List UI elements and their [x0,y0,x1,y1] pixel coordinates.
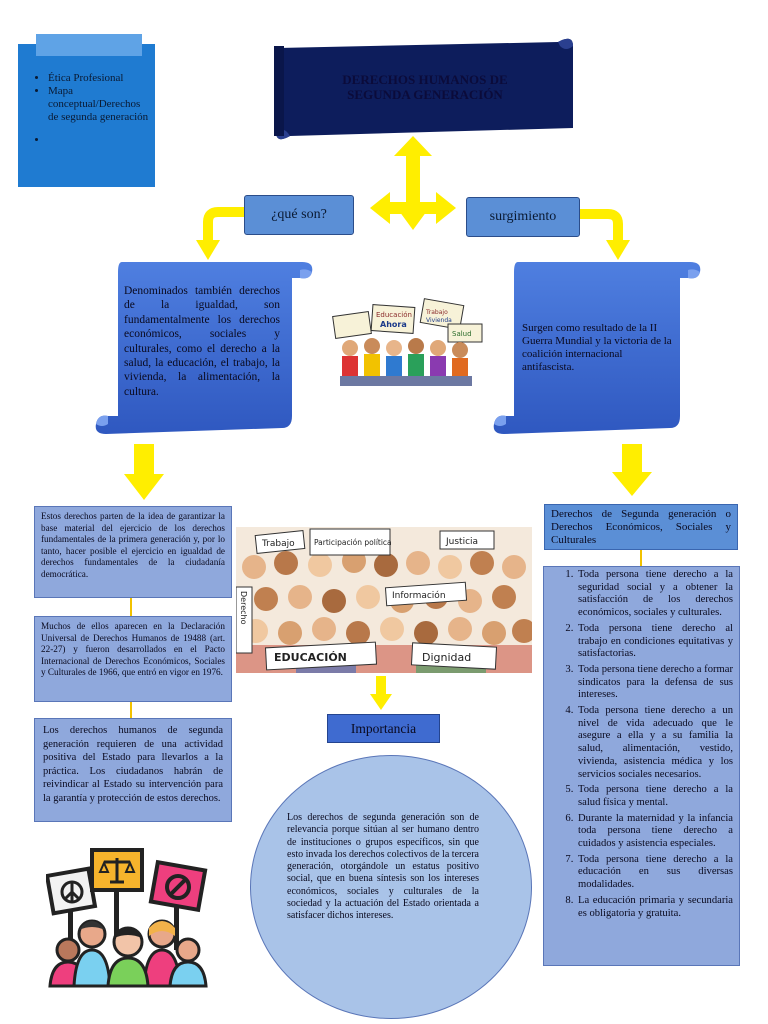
sign-text: Educación [376,311,412,319]
rights-item: Toda persona tiene derecho a formar sind… [576,664,733,702]
definition-text: Denominados también derechos de la igual… [124,285,280,398]
note-tab [36,34,142,56]
rights-header: Derechos de Segunda generación o Derecho… [544,504,738,550]
origin-scroll [493,262,701,434]
surgimiento-label: surgimiento [466,197,580,237]
title-scroll [274,38,573,140]
arrow-right-bent-icon [580,209,630,260]
connector-line [130,702,132,718]
info-box-1: Estos derechos parten de la idea de gara… [34,506,232,598]
sign-text: Ahora [380,320,407,329]
label-text: ¿qué son? [271,207,327,222]
sign-text: Derecho [239,591,248,625]
note-item: Mapa conceptual/Derechos de segunda gene… [48,85,152,124]
connector-line [130,598,132,616]
sign-text: Justicia [445,537,478,547]
note-item [48,134,152,147]
title-line: DERECHOS HUMANOS DE [342,72,508,87]
rights-item: Toda persona tiene derecho a la educació… [576,854,733,892]
info-box-3: Los derechos humanos de segunda generaci… [34,718,232,822]
sign-text: Salud [452,330,472,338]
que-son-label: ¿qué son? [244,195,354,235]
protest-kids-image: Educación Ahora Trabajo Vivienda Salud [326,292,486,392]
sign-text: Información [392,590,446,601]
protesters-icon [46,848,208,988]
importancia-label: Importancia [327,714,440,743]
connector-line [640,550,642,566]
page-title: DERECHOS HUMANOS DE SEGUNDA GENERACIÓN [300,72,550,102]
sign-text: EDUCACIÓN [274,651,347,664]
info-text: Estos derechos parten de la idea de gara… [41,511,225,579]
arrow-down-icon [124,444,164,500]
note-content: Ética Profesional Mapa conceptual/Derech… [22,72,152,147]
importance-text: Los derechos de segunda generación son d… [287,812,479,922]
definition-scroll [95,262,313,434]
rights-item: Toda persona tiene derecho a un nivel de… [576,705,733,781]
info-box-2: Muchos de ellos aparecen en la Declaraci… [34,616,232,702]
rights-item: La educación primaria y secundaria es ob… [576,895,733,920]
rights-item: Toda persona tiene derecho al trabajo en… [576,623,733,661]
arrow-down-small-icon [370,676,392,710]
note-item: Ética Profesional [48,72,152,85]
importance-circle [250,755,532,1019]
info-text: Los derechos humanos de segunda generaci… [43,725,223,804]
arrow-down-icon [612,444,652,496]
sign-text: Participación política [314,538,392,547]
rights-list-box: Toda persona tiene derecho a la segurida… [543,566,740,966]
rights-item: Toda persona tiene derecho a la salud fí… [576,784,733,809]
info-text: Muchos de ellos aparecen en la Declaraci… [41,621,225,677]
header-text: Derechos de Segunda generación o Derecho… [551,508,731,546]
label-text: Importancia [350,720,417,736]
label-text: surgimiento [489,209,557,224]
note-box [18,44,155,187]
sign-text: Trabajo [261,539,295,549]
sign-text: Dignidad [422,651,471,664]
four-way-arrow-icon [370,136,456,230]
sign-text: Trabajo [425,309,448,316]
title-line: SEGUNDA GENERACIÓN [347,87,503,102]
origin-text: Surgen como resultado de la II Guerra Mu… [522,322,672,373]
arrow-left-bent-icon [196,207,244,260]
crowd-image: Trabajo Participación política Justicia … [236,527,532,673]
rights-item: Durante la maternidad y la infancia toda… [576,813,733,851]
sign-text: Vivienda [426,317,452,324]
rights-item: Toda persona tiene derecho a la segurida… [576,569,733,620]
